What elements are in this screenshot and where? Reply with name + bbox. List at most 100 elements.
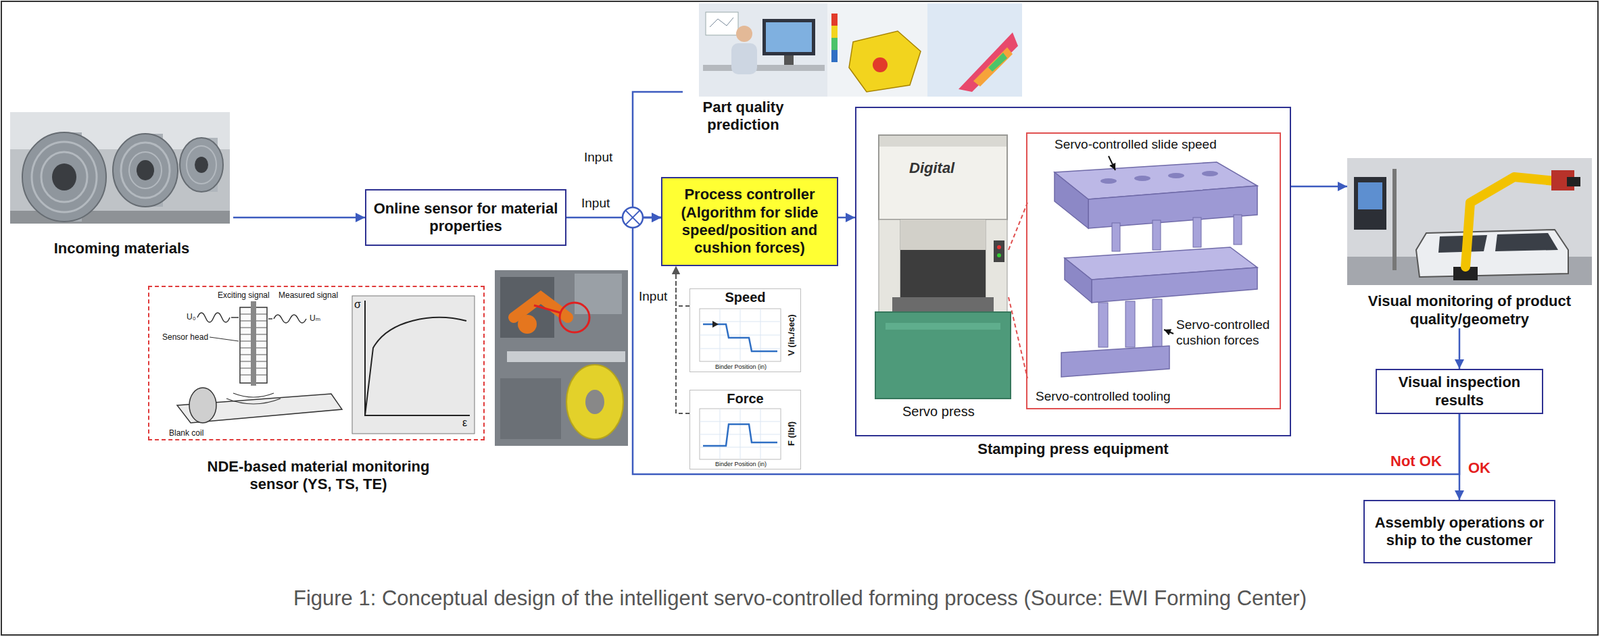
robot-sensor-photo <box>585 390 605 415</box>
inspection-cell-photo <box>1358 182 1383 210</box>
picture-label: Digital <box>909 159 955 178</box>
servo-tooling-model <box>1125 301 1135 348</box>
nde-sensor-sketch <box>250 301 257 386</box>
picture-label: Uₘ <box>309 313 321 324</box>
node-text: F (lbf) <box>786 421 797 447</box>
robot-sensor-photo <box>574 273 622 315</box>
servo-press-photo <box>900 219 986 251</box>
result-box: Visual inspection results <box>1375 369 1544 415</box>
robot-sensor-photo <box>494 270 628 447</box>
zoom-lines <box>1008 202 1028 379</box>
connector <box>233 216 366 220</box>
simulation-photo <box>731 43 758 75</box>
servo-tooling-model <box>1091 267 1258 303</box>
servo-press-photo <box>997 245 1002 250</box>
edge-label: OK <box>1466 459 1492 478</box>
nde-sensor-sketch <box>352 296 475 434</box>
simulation-photo <box>762 18 816 56</box>
steel-coils-photo <box>10 112 230 224</box>
inspection-cell-photo <box>1392 168 1397 271</box>
servo-tooling-model <box>1201 171 1219 177</box>
speed-chart-plot <box>712 321 719 328</box>
simulation-photo: Part quality prediction <box>682 2 1025 136</box>
nde-sensor-sketch <box>197 312 230 323</box>
edge-label: Input <box>637 289 669 305</box>
servo-press-photo <box>875 135 1011 399</box>
nde-sensor-sketch <box>365 317 467 416</box>
servo-tooling-model <box>1193 217 1202 248</box>
connector <box>1291 185 1348 188</box>
steel-coils-photo <box>41 152 88 203</box>
steel-coils-photo <box>10 112 230 224</box>
servo-press-photo <box>879 135 1007 147</box>
output-box: Assembly operations or ship to the custo… <box>1363 500 1556 564</box>
steel-coils-photo <box>120 142 170 199</box>
speed-chart-plot <box>702 324 778 352</box>
inspection-cell-photo <box>1495 233 1559 252</box>
simulation-photo <box>831 25 838 38</box>
servo-press-photo <box>993 240 1005 263</box>
edge-label: Input <box>579 196 612 211</box>
robot-sensor-photo <box>517 314 537 334</box>
nde-sensor-sketch <box>226 393 281 405</box>
steel-coils-photo <box>186 146 217 184</box>
nde-sensor-sketch <box>209 337 239 342</box>
nde-sensor-sketch <box>365 300 470 416</box>
node-text: Incoming materials <box>10 239 234 258</box>
nde-sensor-sketch <box>273 314 307 324</box>
chart-panel: SpeedV (in./sec)Binder Position (in) <box>689 288 802 373</box>
simulation-photo <box>927 3 1023 97</box>
simulation-photo <box>698 3 828 97</box>
robot-sensor-photo <box>494 270 628 447</box>
steel-coils-photo <box>129 152 162 189</box>
picture-label: ε <box>462 417 468 430</box>
servo-tooling-model <box>1098 302 1108 348</box>
robot-sensor-photo <box>534 305 561 313</box>
node-text: Binder Position (in) <box>700 461 782 468</box>
nde-sensor-sketch <box>177 296 475 434</box>
simulation-photo <box>784 55 794 65</box>
summing-junction <box>625 210 640 225</box>
inspection-cell-photo <box>1347 158 1592 286</box>
picture-label: Exciting signal <box>217 290 270 301</box>
force-chart-plot <box>699 408 781 460</box>
tooling-box: Servo-controlled slide speedServo-contro… <box>1026 132 1281 410</box>
simulation-photo <box>827 3 928 97</box>
servo-tooling-model <box>1134 175 1151 182</box>
connector <box>675 266 690 414</box>
equipment-box: Stamping press equipmentServo-controlled… <box>855 106 1292 437</box>
simulation-photo <box>765 22 812 53</box>
summing-junction <box>622 207 643 228</box>
servo-tooling-model <box>1111 223 1121 252</box>
steel-coils-photo <box>179 137 224 192</box>
inspection-cell-photo <box>1416 229 1569 278</box>
node-text: Visual monitoring of product quality/geo… <box>1364 292 1575 329</box>
speed-chart-plot <box>699 308 781 362</box>
picture-label: Sensor head <box>162 332 209 343</box>
steel-coils-photo <box>136 160 155 181</box>
connector <box>675 266 690 307</box>
robot-sensor-photo <box>506 351 626 363</box>
simulation-photo <box>831 37 838 51</box>
servo-press-photo <box>878 135 1008 220</box>
node-text: Process controller (Algorithm for slide … <box>667 185 832 258</box>
leader-arrows <box>1108 156 1174 334</box>
servo-tooling-model <box>1054 172 1089 229</box>
node-text: Speed <box>690 289 801 306</box>
servo-tooling-model <box>1152 220 1161 251</box>
material-photo: Incoming materials <box>10 112 234 258</box>
simulation-photo <box>849 31 921 92</box>
process-box: Online sensor for material properties <box>365 189 567 247</box>
picture-label: Blank coil <box>168 428 204 439</box>
steel-coils-photo <box>194 156 209 174</box>
simulation-photo <box>958 32 1018 92</box>
summing-junction <box>622 207 643 228</box>
node-text: Servo-controlled slide speed <box>1054 137 1217 153</box>
simulation-photo <box>698 3 1023 97</box>
simulation-photo <box>705 12 739 36</box>
leader-arrows <box>1108 156 1116 171</box>
node-text: Part quality prediction <box>684 98 803 135</box>
